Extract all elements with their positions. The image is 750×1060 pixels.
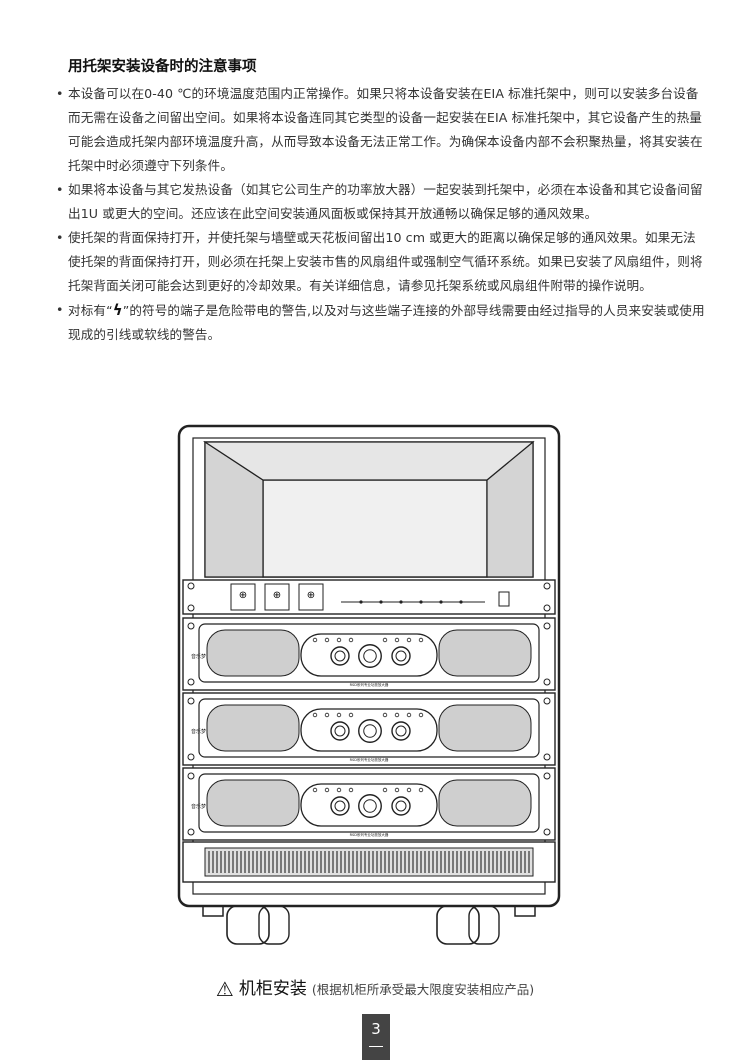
caster-wheel — [226, 905, 270, 945]
power-switch — [498, 591, 510, 607]
amplifier-unit: 音乐梦 RSD系列专业功放放大器 — [182, 692, 556, 766]
power-strip-unit — [182, 579, 556, 615]
note-text: ”的符号的端子是危险带电的警告,以及对与这些端子连接的外部导线需要由经过指导的人… — [68, 303, 705, 342]
section-title: 用托架安装设备时的注意事项 — [68, 59, 257, 75]
caster-wheel — [436, 905, 480, 945]
amp-grille-right — [438, 779, 532, 827]
svg-text:⊕: ⊕ — [273, 590, 281, 601]
amplifier-units: 音乐梦RSD系列专业功放放大器音乐梦RSD系列专业功放放大器音乐梦RSD系列专业… — [182, 617, 556, 841]
amp-control-panel — [300, 633, 438, 677]
rack-screw — [543, 582, 551, 590]
amp-volume-knob — [330, 721, 350, 741]
amp-control-panel — [300, 708, 438, 752]
amp-volume-knob — [391, 646, 411, 666]
rack-top-wall — [202, 441, 535, 481]
figure-caption: ⚠ 机柜安装 (根据机柜所承受最大限度安装相应产品) — [0, 974, 750, 1001]
rack-back-panel — [262, 479, 488, 578]
amp-brand-label: 音乐梦 — [191, 653, 206, 660]
amp-grille-right — [438, 629, 532, 677]
amplifier-unit: 音乐梦 RSD系列专业功放放大器 — [182, 767, 556, 841]
amp-power-button — [358, 794, 382, 818]
svg-text:⊕: ⊕ — [307, 590, 315, 601]
amp-control-panel — [300, 783, 438, 827]
amp-volume-knob — [330, 796, 350, 816]
amp-grille-right — [438, 704, 532, 752]
rack-screw — [187, 582, 195, 590]
note-text: 对标有“ — [68, 303, 113, 318]
indicator-line — [341, 600, 485, 604]
amp-brand-label: 音乐梦 — [191, 803, 206, 810]
amp-power-button — [358, 644, 382, 668]
amp-model-label: RSD系列专业功放放大器 — [350, 832, 389, 837]
amp-model-label: RSD系列专业功放放大器 — [350, 757, 389, 762]
caster-wheel — [468, 905, 500, 945]
vent-slots — [208, 851, 530, 873]
cabinet-foot — [514, 905, 536, 917]
amp-volume-knob — [391, 796, 411, 816]
amp-model-label: RSD系列专业功放放大器 — [350, 682, 389, 687]
page-number: 3 — [362, 1014, 390, 1060]
caption-main: 机柜安装 — [238, 979, 307, 999]
power-outlets: ⊕ ⊕ ⊕ — [230, 583, 324, 611]
note-item-hazard: 对标有“ϟ”的符号的端子是危险带电的警告,以及对与这些端子连接的外部导线需要由经… — [56, 298, 706, 347]
rack-screw — [543, 604, 551, 612]
warning-icon: ⚠ — [215, 977, 234, 1001]
amp-power-button — [358, 719, 382, 743]
caster-wheel — [258, 905, 290, 945]
rack-screw — [187, 604, 195, 612]
cabinet-frame — [177, 424, 561, 908]
cabinet-foot — [202, 905, 224, 917]
svg-text:⊕: ⊕ — [239, 590, 247, 601]
amp-volume-knob — [391, 721, 411, 741]
note-item: 如果将本设备与其它发热设备（如其它公司生产的功率放大器）一起安装到托架中，必须在… — [56, 178, 706, 226]
amp-grille-left — [206, 704, 300, 752]
amplifier-unit: 音乐梦 RSD系列专业功放放大器 — [182, 617, 556, 691]
amp-grille-left — [206, 629, 300, 677]
note-item: 本设备可以在0-40 ℃的环境温度范围内正常操作。如果只将本设备安装在EIA 标… — [56, 82, 706, 178]
lightning-bolt-icon: ϟ — [112, 301, 123, 319]
caption-sub: (根据机柜所承受最大限度安装相应产品) — [311, 982, 535, 997]
amp-volume-knob — [330, 646, 350, 666]
note-item: 使托架的背面保持打开，并使托架与墙壁或天花板间留出10 cm 或更大的距离以确保… — [56, 226, 706, 298]
amp-brand-label: 音乐梦 — [191, 728, 206, 735]
amp-grille-left — [206, 779, 300, 827]
notes-list: 本设备可以在0-40 ℃的环境温度范围内正常操作。如果只将本设备安装在EIA 标… — [56, 82, 706, 347]
rack-cabinet-drawing: ⊕ ⊕ ⊕ 音乐梦RSD系列专业功放放大器音乐梦RSD系列专业功放放大器音乐梦R… — [177, 424, 561, 945]
